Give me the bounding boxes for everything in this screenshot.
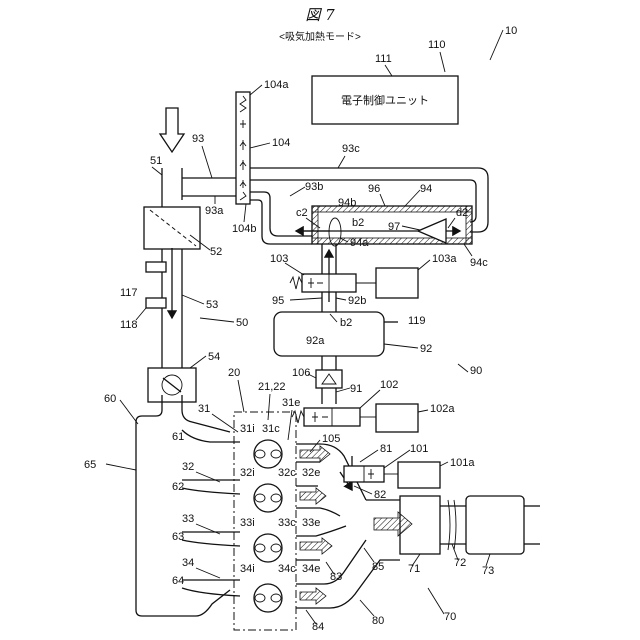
label-33i: 33i xyxy=(240,517,255,529)
label-32e: 32e xyxy=(302,467,320,479)
label-b2-lower: b2 xyxy=(340,317,352,329)
label-92a: 92a xyxy=(306,335,325,347)
label-34i: 34i xyxy=(240,563,255,575)
label-34e: 34e xyxy=(302,563,320,575)
figure-mode: <吸気加熱モード> xyxy=(279,30,361,43)
label-103a: 103a xyxy=(432,253,457,265)
label-85: 85 xyxy=(372,561,384,573)
label-65: 65 xyxy=(84,459,96,471)
label-31e: 31e xyxy=(282,397,300,409)
label-94c: 94c xyxy=(470,257,488,269)
label-31c: 31c xyxy=(262,423,280,435)
label-10: 10 xyxy=(505,25,517,37)
flow-arrow-34 xyxy=(300,588,326,604)
label-34c: 34c xyxy=(278,563,296,575)
tank-92 xyxy=(274,312,384,356)
label-94a: 94a xyxy=(350,237,369,249)
label-33c: 33c xyxy=(278,517,296,529)
label-b2: b2 xyxy=(352,217,364,229)
label-93b: 93b xyxy=(305,181,323,193)
label-117: 117 xyxy=(120,287,138,299)
label-d2: d2 xyxy=(456,207,468,219)
label-34: 34 xyxy=(182,557,194,569)
label-101a: 101a xyxy=(450,457,475,469)
label-119: 119 xyxy=(408,315,426,327)
label-31: 31 xyxy=(198,403,210,415)
label-20: 20 xyxy=(228,367,240,379)
label-51: 51 xyxy=(150,155,162,167)
label-83: 83 xyxy=(330,571,342,583)
label-50: 50 xyxy=(236,317,248,329)
label-92: 92 xyxy=(420,343,432,355)
label-60: 60 xyxy=(104,393,116,405)
label-94b: 94b xyxy=(338,197,356,209)
label-94: 94 xyxy=(420,183,432,195)
label-53: 53 xyxy=(206,299,218,311)
actuator-101a xyxy=(398,462,440,488)
cylinder-33 xyxy=(254,534,282,562)
label-70: 70 xyxy=(444,611,456,623)
label-104b: 104b xyxy=(232,223,256,235)
label-32i: 32i xyxy=(240,467,255,479)
label-104: 104 xyxy=(272,137,290,149)
label-62: 62 xyxy=(172,481,184,493)
actuator-103a xyxy=(376,268,418,298)
label-81: 81 xyxy=(380,443,392,455)
label-93a: 93a xyxy=(205,205,224,217)
label-102: 102 xyxy=(380,379,398,391)
label-90: 90 xyxy=(470,365,482,377)
sensor-117 xyxy=(146,262,166,272)
flow-arrow-32 xyxy=(300,488,326,504)
label-72: 72 xyxy=(454,557,466,569)
label-31i: 31i xyxy=(240,423,255,435)
label-84: 84 xyxy=(312,621,324,633)
label-73: 73 xyxy=(482,565,494,577)
label-63: 63 xyxy=(172,531,184,543)
ecu-label: 電子制御ユニット xyxy=(341,93,429,107)
label-104a: 104a xyxy=(264,79,289,91)
label-82: 82 xyxy=(374,489,386,501)
label-110: 110 xyxy=(428,39,446,51)
muffler-73 xyxy=(466,496,524,554)
flow-arrow-31 xyxy=(300,446,330,462)
label-2122: 21,22 xyxy=(258,381,286,393)
label-93c: 93c xyxy=(342,143,360,155)
label-102a: 102a xyxy=(430,403,455,415)
label-33: 33 xyxy=(182,513,194,525)
actuator-102a xyxy=(376,404,418,432)
label-32c: 32c xyxy=(278,467,296,479)
figure-title: 図 7 xyxy=(305,6,335,24)
label-95: 95 xyxy=(272,295,284,307)
flow-arrow-main xyxy=(374,512,412,536)
cylinder-31 xyxy=(254,440,282,468)
label-71: 71 xyxy=(408,563,420,575)
label-61: 61 xyxy=(172,431,184,443)
label-52: 52 xyxy=(210,246,222,258)
label-92b: 92b xyxy=(348,295,366,307)
label-93: 93 xyxy=(192,133,204,145)
label-33e: 33e xyxy=(302,517,320,529)
label-111: 111 xyxy=(375,53,392,65)
label-96: 96 xyxy=(368,183,380,195)
label-64: 64 xyxy=(172,575,184,587)
label-91: 91 xyxy=(350,383,362,395)
label-105: 105 xyxy=(322,433,340,445)
intake-arrow xyxy=(160,108,184,152)
label-118: 118 xyxy=(120,319,138,331)
flow-arrow-33 xyxy=(300,538,332,554)
sensor-118 xyxy=(146,298,166,308)
check-valve-106 xyxy=(316,370,342,388)
label-c2: c2 xyxy=(296,207,308,219)
label-80: 80 xyxy=(372,615,384,627)
label-106: 106 xyxy=(292,367,310,379)
label-97: 97 xyxy=(388,221,400,233)
label-54: 54 xyxy=(208,351,220,363)
cylinder-32 xyxy=(254,484,282,512)
cylinder-34 xyxy=(254,584,282,612)
label-32: 32 xyxy=(182,461,194,473)
label-101: 101 xyxy=(410,443,428,455)
